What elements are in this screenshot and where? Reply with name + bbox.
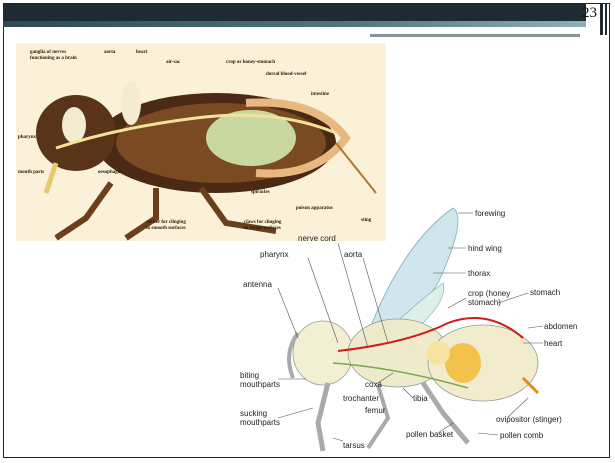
label-ganglia-2: functioning as a brain (30, 56, 77, 61)
crop-shape (426, 341, 450, 365)
label-sucking: sucking (240, 409, 267, 418)
label-hind-wing: hind wing (468, 244, 502, 253)
label-sucking-2: mouthparts (240, 418, 280, 427)
title-bar (3, 3, 586, 21)
label-pharynx: pharynx (260, 250, 288, 259)
label-coxa: coxa (365, 380, 382, 389)
label-sucker: sucker for clinging (146, 220, 186, 225)
label-tibia: tibia (413, 394, 428, 403)
label-pollen-comb: pollen comb (500, 431, 544, 440)
label-femur: femur (365, 406, 386, 415)
brain-ganglion (62, 107, 86, 143)
title-bar-accent (3, 21, 586, 27)
label-sucker-2: to smooth surfaces (146, 226, 186, 231)
label-oesophagus: oesophagus (98, 170, 123, 175)
head-shape (293, 321, 353, 385)
label-heart: heart (136, 50, 148, 55)
label-abdomen: abdomen (544, 322, 577, 331)
label-spiracles: spiracles (251, 190, 270, 195)
label-mouth-parts: mouth parts (18, 170, 44, 175)
label-aorta: aorta (104, 50, 116, 55)
label-dorsal-vessel: dorsal blood-vessel (266, 72, 307, 77)
label-crop-2: stomach) (468, 298, 501, 307)
label-antenna: antenna (243, 280, 272, 289)
title-bar-underline (370, 34, 580, 37)
label-heart: heart (544, 339, 563, 348)
label-aorta: aorta (344, 250, 363, 259)
front-leg-shape (318, 383, 328, 451)
label-pollen-basket: pollen basket (406, 430, 454, 439)
label-air-sac: air-sac (166, 60, 181, 65)
label-crop: crop (honey (468, 289, 510, 298)
side-rule (605, 3, 607, 35)
label-nerve-cord: nerve cord (298, 234, 336, 243)
label-pharynx: pharynx (18, 135, 37, 140)
label-biting-2: mouthparts (240, 380, 280, 389)
page-number: 23 (582, 5, 597, 22)
label-forewing: forewing (475, 209, 505, 218)
bee-internal-diagram: forewing hind wing nerve cord pharynx ao… (238, 203, 588, 455)
side-rule (600, 3, 603, 35)
stomach-shape (445, 343, 481, 383)
label-trochanter: trochanter (343, 394, 379, 403)
label-intestine: intestine (311, 92, 330, 97)
label-thorax: thorax (468, 269, 490, 278)
label-tarsus: tarsus (343, 441, 365, 450)
label-ovipositor: ovipositor (stinger) (496, 415, 562, 424)
heart-sac (121, 81, 141, 125)
label-crop: crop or honey-stomach (226, 60, 275, 65)
label-stomach: stomach (530, 288, 560, 297)
label-ganglia: ganglia of nerves (30, 50, 66, 55)
label-biting: biting (240, 371, 259, 380)
